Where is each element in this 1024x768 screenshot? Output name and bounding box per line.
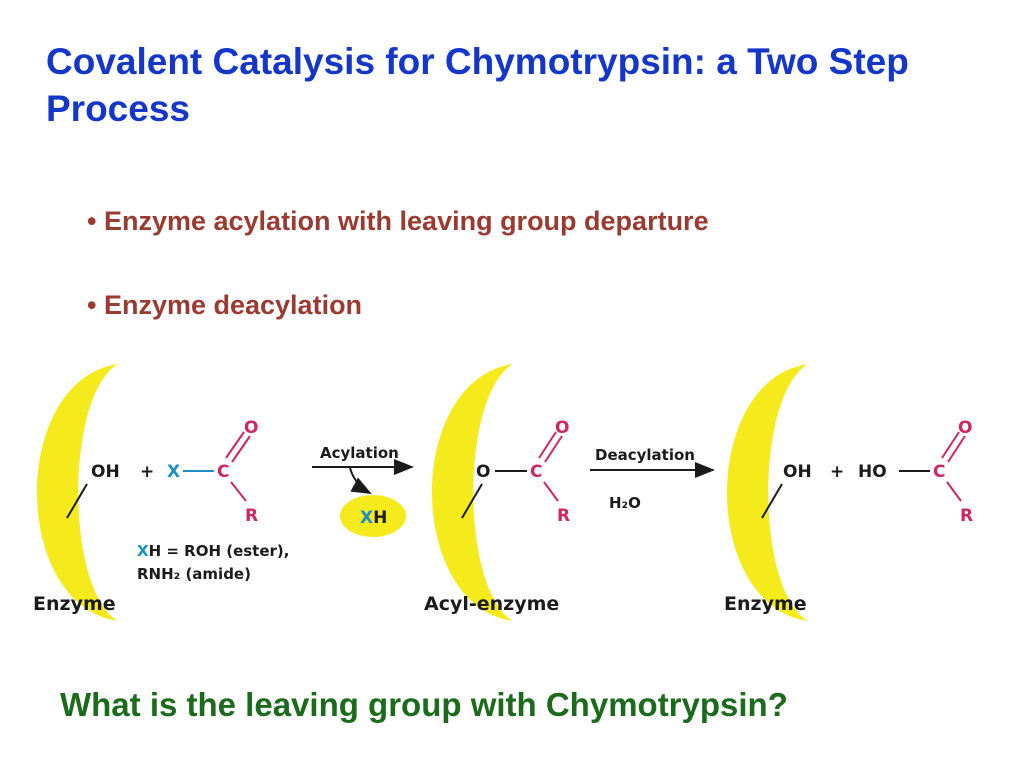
- carbonyl-carbon: C: [217, 462, 229, 482]
- release-arrow: [349, 467, 372, 494]
- plus-sign: +: [140, 462, 154, 482]
- acid-carbon: C: [933, 462, 945, 482]
- acylation-label: Acylation: [320, 444, 399, 462]
- water-label: H₂O: [609, 494, 641, 512]
- amide-note: RNH₂ (amide): [137, 565, 251, 583]
- acid-hydroxyl: HO: [858, 462, 887, 482]
- enzyme-crescent-icon: [37, 364, 118, 621]
- enzyme-label: Enzyme: [33, 593, 116, 615]
- deacylation-label: Deacylation: [595, 446, 695, 464]
- serine-o-bond: [461, 483, 483, 519]
- acyl-r-bond: [543, 481, 559, 502]
- enzyme-1: OH + X C O R XH = ROH (ester), RNH₂ (ami…: [33, 364, 289, 621]
- hydroxyl-label: OH: [91, 462, 120, 482]
- reaction-scheme: OH + X C O R XH = ROH (ester), RNH₂ (ami…: [33, 364, 973, 621]
- acyl-enzyme: O C O R Acyl-enzyme: [424, 364, 570, 621]
- released-xh-badge: [340, 495, 406, 537]
- acid-double-bond-1: [941, 431, 960, 459]
- regenerated-enzyme-label: Enzyme: [724, 593, 807, 615]
- acid-double-bond-2: [947, 435, 966, 463]
- bullet-deacylation: • Enzyme deacylation: [87, 290, 363, 320]
- regenerated-hydroxyl-bond: [761, 483, 783, 519]
- regenerated-hydroxyl: OH: [783, 462, 812, 482]
- acyl-carbon: C: [530, 462, 542, 482]
- carbonyl-oxygen: O: [244, 418, 258, 438]
- regenerated-enzyme-crescent-icon: [727, 364, 808, 621]
- acyl-double-bond-2: [544, 435, 563, 463]
- acyl-oxygen: O: [555, 418, 569, 438]
- deacylation-step: Deacylation H₂O: [590, 446, 715, 512]
- double-bond-2: [231, 435, 251, 463]
- acyl-enzyme-crescent-icon: [432, 364, 513, 621]
- acyl-r-group: R: [557, 506, 570, 526]
- c-r-bond: [230, 481, 247, 502]
- plus-sign-2: +: [830, 462, 844, 482]
- r-group: R: [245, 506, 258, 526]
- leaving-group-note: XH = ROH (ester),: [137, 542, 289, 560]
- acylation-step: Acylation XH: [312, 444, 414, 537]
- serine-oxygen: O: [476, 462, 490, 482]
- question-text: What is the leaving group with Chymotryp…: [60, 686, 788, 723]
- double-bond-1: [225, 431, 245, 459]
- bullet-acylation: • Enzyme acylation with leaving group de…: [87, 206, 709, 236]
- acyl-double-bond-1: [538, 431, 557, 459]
- acid-r-bond: [946, 481, 962, 502]
- hydroxyl-bond: [66, 483, 88, 519]
- acyl-enzyme-label: Acyl-enzyme: [424, 593, 559, 615]
- released-xh: XH: [360, 508, 387, 528]
- enzyme-2: OH + HO C O R Enzyme: [724, 364, 973, 621]
- slide-title: Covalent Catalysis for Chymotrypsin: a T…: [46, 41, 909, 129]
- acid-oxygen: O: [958, 418, 972, 438]
- leaving-group-x: X: [167, 462, 180, 482]
- acid-r-group: R: [960, 506, 973, 526]
